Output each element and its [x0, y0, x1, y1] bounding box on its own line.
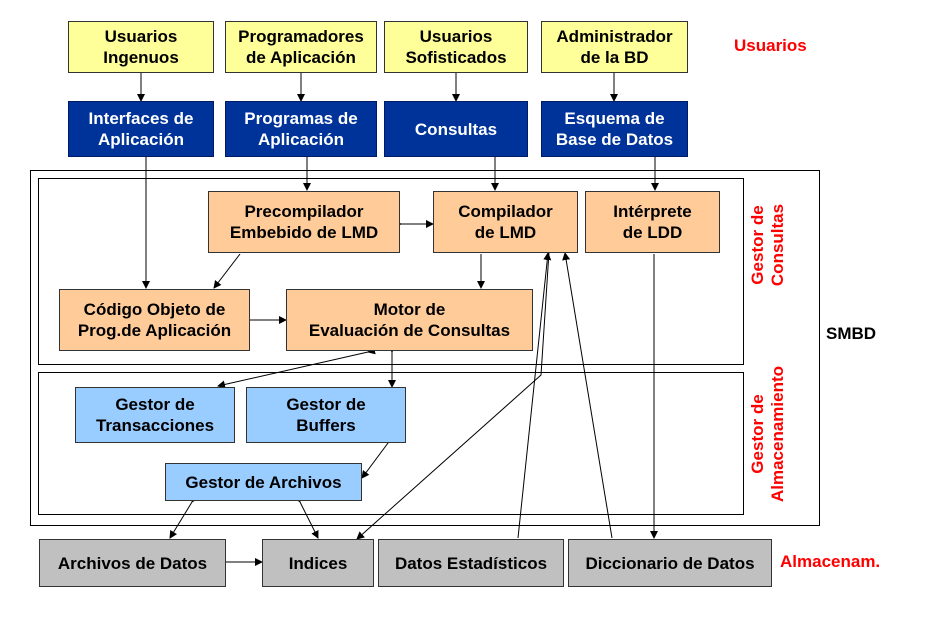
evaluation-engine-box: Motor de Evaluación de Consultas	[286, 289, 533, 351]
transaction-manager-box: Gestor de Transacciones	[75, 387, 235, 443]
dba-box: Administrador de la BD	[541, 21, 688, 73]
users-group-label: Usuarios	[734, 36, 807, 55]
naive-users-box: Usuarios Ingenuos	[68, 21, 214, 73]
arrow-dictionary-to-compiler	[562, 252, 613, 539]
queries-box: Consultas	[384, 101, 528, 157]
data-files-box: Archivos de Datos	[39, 539, 226, 587]
indices-box: Indices	[262, 539, 374, 587]
db-schema-box: Esquema de Base de Datos	[541, 101, 688, 157]
app-programs-box: Programas de Aplicación	[225, 101, 377, 157]
sophisticated-users-box: Usuarios Sofisticados	[384, 21, 528, 73]
smbd-label: SMBD	[826, 324, 877, 343]
arrow-precompiler-to-object-code	[213, 253, 241, 289]
storage-group-label: Almacenam.	[780, 552, 881, 571]
arrow-files-datafiles	[169, 493, 200, 539]
buffer-manager-box: Gestor de Buffers	[246, 387, 406, 443]
data-dictionary-box: Diccionario de Datos	[568, 539, 772, 587]
file-manager-box: Gestor de Archivos	[165, 463, 362, 501]
app-programmers-box: Programadores de Aplicación	[225, 21, 377, 73]
arrow-compiler-to-indices	[356, 251, 550, 540]
precompiler-box: Precompilador Embebido de LMD	[208, 191, 400, 253]
arrow-buffers-files	[361, 434, 396, 479]
app-interfaces-box: Interfaces de Aplicación	[68, 101, 214, 157]
arrow-files-indices	[293, 493, 319, 539]
arrow-statistics-to-compiler	[517, 252, 552, 539]
dml-compiler-box: Compilador de LMD	[433, 191, 578, 253]
storage-manager-label: Gestor de Almacenamiento	[748, 365, 787, 503]
arrow-engine-to-transactions	[217, 346, 376, 389]
object-code-box: Código Objeto de Prog.de Aplicación	[59, 289, 250, 351]
ddl-interpreter-box: Intérprete de LDD	[585, 191, 720, 253]
query-manager-label: Gestor de Consultas	[748, 203, 787, 287]
statistics-box: Datos Estadísticos	[378, 539, 564, 587]
smbd-frame	[30, 170, 820, 526]
